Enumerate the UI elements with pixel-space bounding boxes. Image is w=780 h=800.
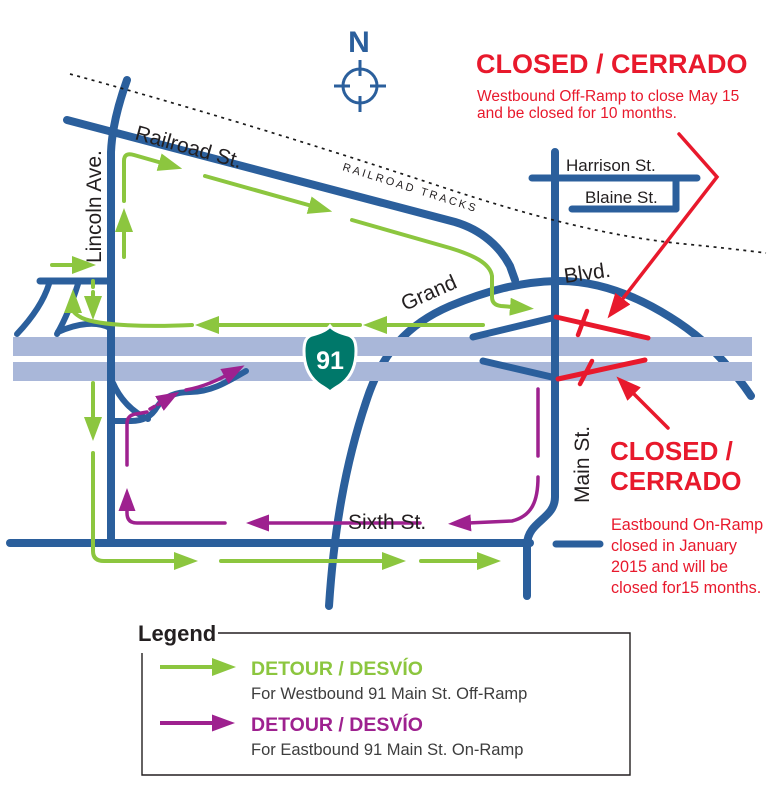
eastbound-onramp-blue-segment: [479, 357, 560, 382]
street-label-sixth: Sixth St.: [348, 511, 426, 534]
freeway-91-eastbound-band: [13, 362, 752, 381]
compass-icon: N: [334, 26, 386, 112]
railroad-st-road: [63, 116, 519, 284]
route-91-shield: 91: [302, 323, 358, 395]
green-arrow-sixth-east-1: [91, 451, 198, 570]
compass-n-label: N: [348, 26, 370, 59]
purple-north-segment: [125, 410, 149, 467]
purple-arrow-north: [118, 488, 227, 525]
closure-callout-eastbound: CLOSED / CERRADO Eastbound On-Ramp close…: [610, 436, 763, 597]
legend-item-westbound-description: For Westbound 91 Main St. Off-Ramp: [251, 685, 527, 703]
freeway-91-westbound-band: [13, 337, 752, 356]
eastbound-closure-detail-3: 2015 and will be: [611, 558, 728, 576]
green-arrow-to-main-st: [350, 218, 534, 316]
closed-eastbound-onramp-slash: [577, 358, 595, 387]
closure-callout-westbound: CLOSED / CERRADO Westbound Off-Ramp to c…: [476, 49, 748, 122]
eastbound-closure-detail-2: closed in January: [611, 537, 738, 555]
street-label-blaine: Blaine St.: [585, 188, 658, 207]
eastbound-closure-title-1: CLOSED /: [610, 436, 733, 466]
legend-item-eastbound-label: DETOUR / DESVÍO: [251, 713, 423, 736]
legend-item-eastbound-description: For Eastbound 91 Main St. On-Ramp: [251, 741, 523, 759]
eastbound-closure-detail-4: closed for15 months.: [611, 579, 761, 597]
closed-westbound-offramp-slash: [575, 308, 590, 338]
legend-item-westbound-label: DETOUR / DESVÍO: [251, 657, 423, 680]
closure-callout-arrow-eastbound: [616, 376, 670, 430]
grand-blvd-road: [325, 276, 755, 610]
lincoln-ramp-connector: [55, 320, 113, 335]
purple-arrow-to-onramp: [148, 391, 180, 411]
detour-eastbound-route: [118, 365, 540, 532]
closure-callout-arrow-westbound: [607, 132, 720, 319]
eastbound-closure-detail-1: Eastbound On-Ramp: [611, 516, 763, 534]
detour-westbound-route: [50, 152, 534, 570]
legend-title: Legend: [138, 621, 216, 646]
green-arrow-onto-railroad: [122, 152, 183, 203]
westbound-closure-detail-2: and be closed for 10 months.: [477, 105, 677, 122]
purple-arrow-merge-freeway: [184, 365, 245, 392]
legend: Legend DETOUR / DESVÍO For Westbound 91 …: [138, 621, 631, 776]
closed-eastbound-onramp-mark: [555, 357, 648, 382]
freeway-91: [13, 337, 752, 381]
surface-roads: [6, 76, 701, 600]
shield-91-label: 91: [316, 347, 344, 375]
lincoln-ave-road: [107, 76, 131, 547]
purple-arrow-turn-west: [448, 475, 540, 532]
closed-westbound-offramp-mark: [553, 314, 651, 341]
lincoln-offramp-loop-west: [14, 281, 52, 337]
street-label-harrison: Harrison St.: [566, 156, 656, 175]
street-label-main: Main St.: [571, 426, 594, 503]
railroad-tracks-dotted-line: [69, 73, 767, 254]
closure-marks: [553, 132, 720, 430]
street-label-lincoln: Lincoln Ave.: [83, 150, 106, 263]
westbound-offramp-blue-segment: [469, 313, 560, 341]
green-arrow-railroad-east: [203, 174, 333, 214]
westbound-closure-detail-1: Westbound Off-Ramp to close May 15: [477, 88, 739, 105]
eastbound-closure-title-2: CERRADO: [610, 466, 741, 496]
legend-box: [141, 632, 631, 776]
shield-shape: [302, 323, 358, 395]
westbound-closure-title: CLOSED / CERRADO: [476, 49, 748, 79]
